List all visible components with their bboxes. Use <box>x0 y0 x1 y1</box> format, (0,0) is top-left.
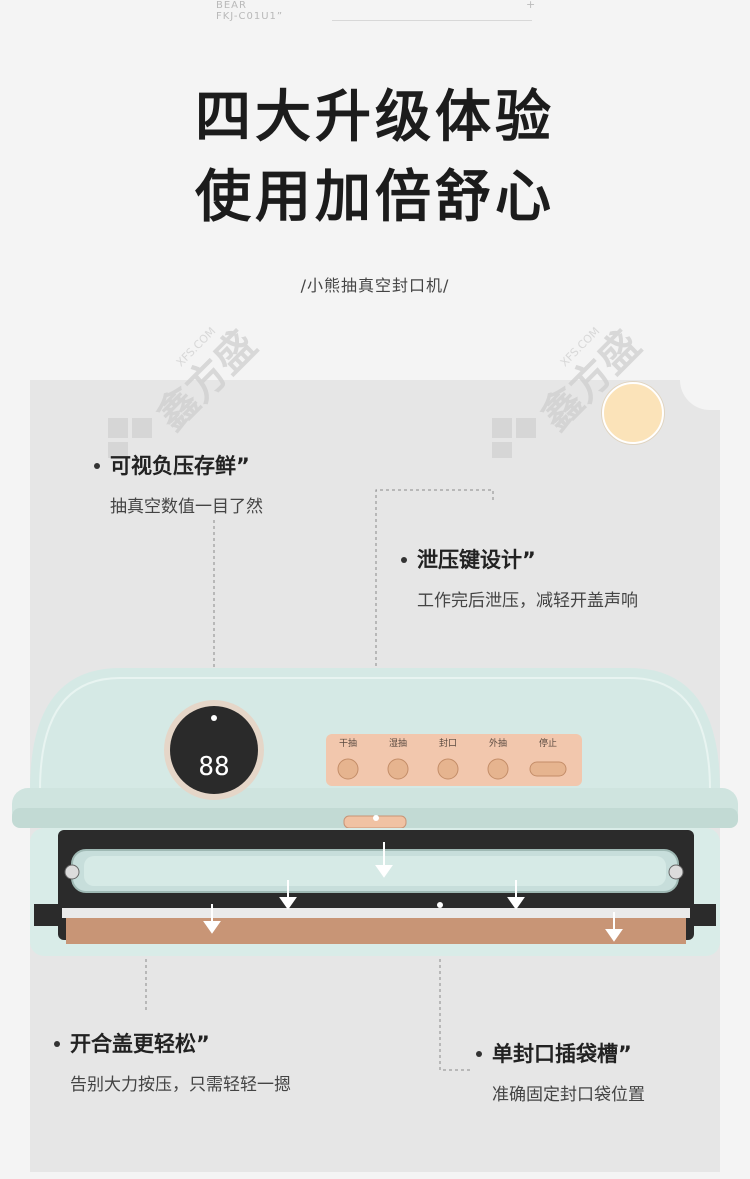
feature-title: 开合盖更轻松” <box>70 1032 210 1056</box>
display-readout: 88 <box>198 752 229 782</box>
brand-model: BEAR FKJ-C01U1” <box>216 0 283 22</box>
left-latch <box>34 904 58 926</box>
seal-button <box>437 758 459 780</box>
display-screen <box>170 706 258 794</box>
headline-line-1: 四大升级体验 <box>195 85 555 150</box>
button-label-dry: 干抽 <box>339 737 357 749</box>
model-number: FKJ-C01U1” <box>216 11 284 22</box>
feature-release-key: 泄压键设计” 工作完后泄压，减轻开盖声响 <box>401 546 638 611</box>
top-divider <box>332 20 532 21</box>
arrow-down-icon <box>507 897 525 910</box>
feature-desc: 工作完后泄压，减轻开盖声响 <box>417 591 638 611</box>
feature-desc: 告别大力按压，只需轻轻一摁 <box>70 1075 291 1095</box>
arrow-down-icon <box>203 921 221 934</box>
right-latch <box>692 904 716 926</box>
bag-slot <box>62 908 690 918</box>
product-subtitle: /小熊抽真空封口机/ <box>300 276 450 295</box>
button-label-seal: 封口 <box>439 737 457 749</box>
dry-button <box>337 758 359 780</box>
brand-name: BEAR <box>216 0 247 11</box>
bullet-icon <box>54 1041 60 1047</box>
feature-title: 可视负压存鲜” <box>110 454 250 478</box>
plus-icon: + <box>526 0 536 11</box>
stop-button <box>529 761 567 777</box>
moist-button <box>387 758 409 780</box>
feature-desc: 准确固定封口袋位置 <box>492 1085 645 1105</box>
leader-line-slot <box>439 905 470 1071</box>
feature-desc: 抽真空数值一目了然 <box>110 497 263 517</box>
headline-line-2: 使用加倍舒心 <box>195 165 555 230</box>
sealing-strip <box>66 918 686 944</box>
arrow-down-icon <box>605 929 623 942</box>
external-button <box>487 758 509 780</box>
bullet-icon <box>401 557 407 563</box>
feature-easy-lid: 开合盖更轻松” 告别大力按压，只需轻轻一摁 <box>54 1030 291 1095</box>
feature-bag-slot: 单封口插袋槽” 准确固定封口袋位置 <box>476 1040 645 1105</box>
decorative-circle <box>602 382 664 444</box>
feature-visible-pressure: 可视负压存鲜” 抽真空数值一目了然 <box>94 452 263 517</box>
feature-title: 泄压键设计” <box>417 548 536 572</box>
feature-title: 单封口插袋槽” <box>492 1042 632 1066</box>
bullet-icon <box>94 463 100 469</box>
leader-line-release <box>375 489 494 812</box>
button-label-external: 外抽 <box>489 737 507 749</box>
button-label-moist: 湿抽 <box>389 737 407 749</box>
bullet-icon <box>476 1051 482 1057</box>
arrow-down-icon <box>279 897 297 910</box>
arrow-down-icon <box>375 865 393 878</box>
button-label-stop: 停止 <box>539 737 557 749</box>
